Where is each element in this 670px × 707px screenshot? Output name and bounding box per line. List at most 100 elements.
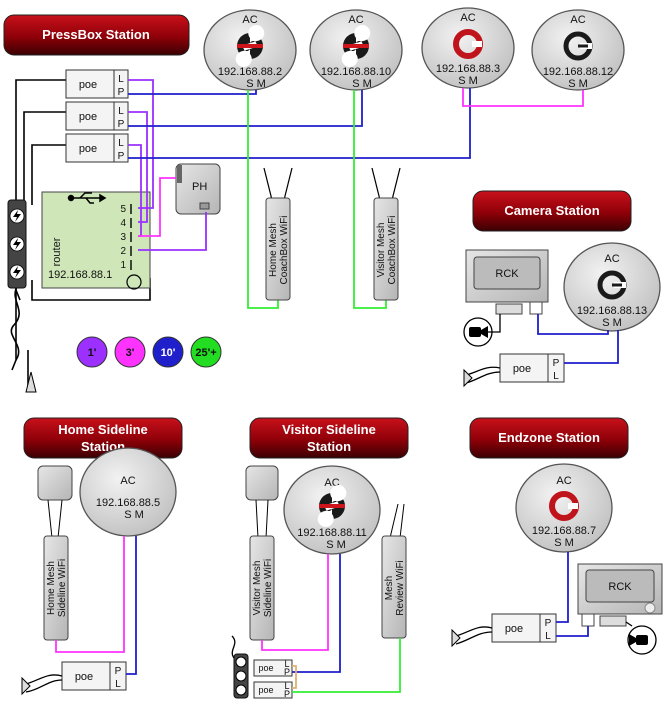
rck-endzone[interactable]: RCK — [577, 563, 663, 627]
ac-unit-192-168-88-7[interactable]: AC 192.168.88.7 S M — [515, 463, 613, 553]
poe-injector-3[interactable]: poe L P — [65, 133, 129, 163]
cable-length-legend: 1'3'10'25'+ — [76, 336, 222, 368]
phone-ph[interactable]: PH — [175, 163, 221, 215]
cables-home — [25, 536, 137, 693]
poe-label: poe — [258, 663, 273, 673]
router[interactable]: router 192.168.88.1 5 4 3 2 1 — [41, 191, 151, 290]
mesh-review-wifi[interactable]: Mesh Review WiFi — [381, 503, 407, 639]
poe-injector-1[interactable]: poe L P — [65, 69, 129, 99]
poe-injector-endzone[interactable]: poe P L — [491, 613, 557, 643]
camera-station-title: Camera Station — [504, 203, 599, 218]
power-plug-icon — [25, 371, 37, 393]
poe-port-p: P — [115, 666, 122, 677]
ac-unit-192-168-88-12[interactable]: AC 192.168.88.12 S M — [531, 9, 625, 91]
power-plug-icon — [451, 628, 461, 648]
ac-sm: S M — [352, 78, 372, 90]
svg-text:1: 1 — [120, 260, 126, 271]
poe-port-l: L — [284, 659, 289, 669]
home-mesh-coachbox-wifi[interactable]: Home Mesh CoachBox WiFi — [263, 167, 293, 301]
poe-port-l: L — [553, 371, 559, 382]
wifi-label-line2: CoachBox WiFi — [387, 216, 398, 285]
rck-camera[interactable]: RCK — [465, 249, 549, 315]
pressbox-station-title: PressBox Station — [42, 27, 150, 42]
poe-label: poe — [79, 111, 97, 123]
camera-station-banner — [472, 190, 632, 232]
ac-sm: S M — [246, 78, 266, 90]
legend-swatch — [76, 336, 108, 368]
surge-protector-visitor — [233, 653, 249, 699]
ac-unit-192-168-88-3[interactable]: AC 192.168.88.3 S M — [421, 7, 515, 89]
camera-icon[interactable] — [627, 625, 657, 655]
poe-port-l: L — [284, 681, 289, 691]
poe-port-p: P — [545, 618, 552, 629]
ac-ip: 192.168.88.10 — [321, 66, 391, 78]
home-sideline-title-line1: Home Sideline — [58, 422, 148, 437]
camera-icon[interactable] — [463, 317, 493, 347]
svg-text:5: 5 — [120, 204, 126, 215]
endzone-station-banner — [469, 417, 629, 459]
ac-label: AC — [242, 14, 257, 26]
visitor-sideline-title-line2: Station — [307, 439, 351, 454]
wifi-label-line1: Home Mesh — [268, 223, 279, 277]
cables-endzone — [455, 552, 656, 645]
pressbox-station-banner — [3, 14, 190, 56]
wifi-label-line1: Home Mesh — [46, 561, 57, 615]
ac-label: AC — [120, 475, 135, 487]
home-mesh-sideline-wifi[interactable]: Home Mesh Sideline WiFi — [43, 535, 69, 641]
ac-ip: 192.168.88.2 — [218, 66, 282, 78]
poe-port-p: P — [118, 87, 125, 98]
poe-port-l: L — [118, 74, 124, 85]
poe-injector-visitor-1[interactable]: poe L P — [253, 659, 293, 677]
power-plug-icon — [21, 676, 31, 696]
power-plug-icon — [463, 368, 473, 388]
legend-label: 1' — [88, 347, 97, 359]
wifi-label-line1: Visitor Mesh — [252, 561, 263, 616]
poe-port-p: P — [553, 358, 560, 369]
poe-port-p: P — [118, 119, 125, 130]
wifi-label-line2: Review WiFi — [395, 560, 406, 616]
cables-camera — [465, 314, 619, 384]
usb-icon — [67, 192, 107, 204]
poe-port-p: P — [118, 151, 125, 162]
visitor-mesh-coachbox-wifi[interactable]: Visitor Mesh CoachBox WiFi — [371, 167, 401, 301]
poe-injector-2[interactable]: poe L P — [65, 101, 129, 131]
router-power-jack — [126, 274, 142, 290]
poe-injector-visitor-2[interactable]: poe L P — [253, 681, 293, 699]
poe-port-l: L — [115, 679, 121, 690]
home-sideline-station: Home Sideline Station — [23, 417, 183, 459]
ac-unit-192-168-88-2[interactable]: AC 192.168.88.2 S M — [203, 9, 297, 91]
ac-ip: 192.168.88.11 — [297, 527, 367, 539]
cables-pressbox — [128, 79, 584, 309]
ac-unit-192-168-88-5[interactable]: AC 192.168.88.5 S M — [79, 447, 177, 537]
endzone-station: Endzone Station — [469, 417, 629, 459]
legend-label: 25'+ — [195, 347, 216, 359]
svg-text:4: 4 — [120, 218, 126, 229]
wifi-label-line1: Visitor Mesh — [376, 223, 387, 278]
visitor-mesh-sideline-wifi[interactable]: Visitor Mesh Sideline WiFi — [249, 535, 275, 641]
poe-port-p: P — [284, 667, 290, 677]
poe-label: poe — [513, 363, 531, 375]
ac-sm: S M — [568, 78, 588, 90]
ac-unit-192-168-88-13[interactable]: AC 192.168.88.13 S M — [563, 242, 661, 332]
legend-label: 3' — [126, 347, 135, 359]
poe-injector-camera[interactable]: poe P L — [499, 353, 565, 383]
ac-unit-192-168-88-11[interactable]: AC 192.168.88.11 S M — [283, 465, 381, 555]
ac-unit-192-168-88-10[interactable]: AC 192.168.88.10 S M — [309, 9, 403, 91]
rck-label: RCK — [495, 268, 519, 280]
wifi-label-line2: CoachBox WiFi — [279, 216, 290, 285]
poe-label: poe — [79, 79, 97, 91]
poe-label: poe — [505, 623, 523, 635]
ac-ip: 192.168.88.7 — [532, 525, 596, 537]
poe-port-l: L — [118, 138, 124, 149]
svg-text:2: 2 — [120, 246, 126, 257]
poe-label: poe — [79, 143, 97, 155]
visitor-sideline-title-line1: Visitor Sideline — [282, 422, 376, 437]
ac-ip: 192.168.88.5 — [96, 497, 160, 509]
surge-protector — [7, 199, 27, 289]
endzone-station-title: Endzone Station — [498, 430, 600, 445]
ac-sm: S M — [554, 537, 574, 549]
wifi-label-line2: Sideline WiFi — [263, 559, 274, 617]
poe-injector-home[interactable]: poe P L — [61, 661, 127, 691]
antenna-panel — [245, 465, 279, 539]
ac-label: AC — [348, 14, 363, 26]
